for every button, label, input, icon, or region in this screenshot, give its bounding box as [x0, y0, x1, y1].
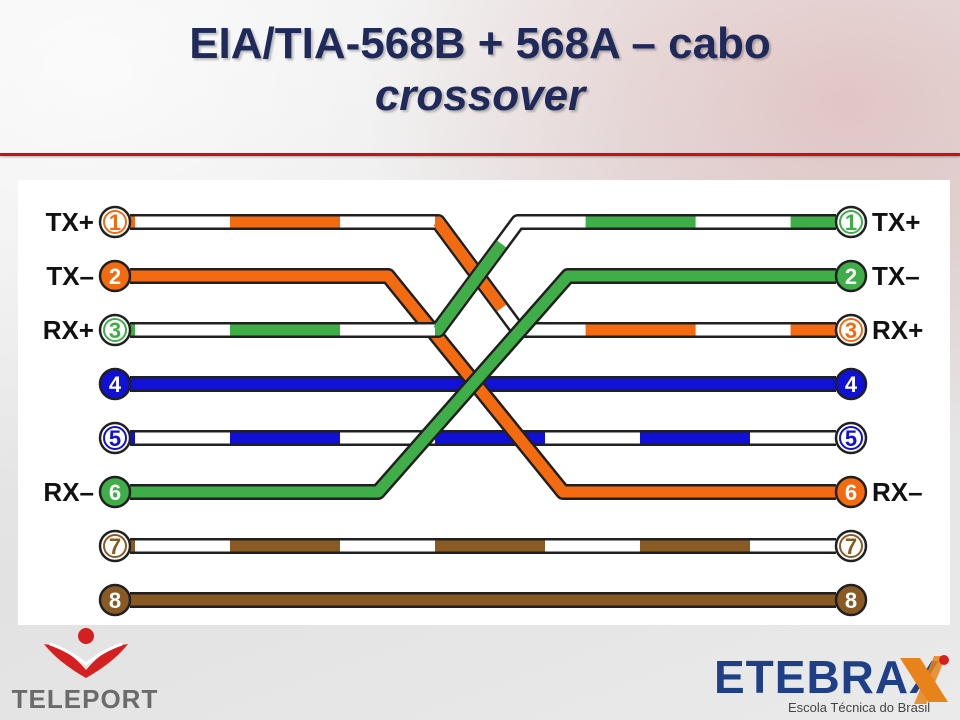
pin-right-6: 6 RX– [834, 475, 923, 509]
pin-left-2-label: TX– [46, 261, 94, 291]
wiring-svg: 1 TX+ 1 TX+ 2 TX– 2 TX– 3 RX+ 3 RX+ 4 4 5 5 6 RX– 6 RX– 7 7 8 8 [43, 205, 923, 617]
teleport-wordmark: TELEPORT [11, 684, 159, 714]
pin-right-3: 3 RX+ [834, 313, 923, 347]
pin-left-5: 5 [98, 421, 132, 455]
teleport-emblem-icon [44, 628, 128, 678]
crossover-diagram: 1 TX+ 1 TX+ 2 TX– 2 TX– 3 RX+ 3 RX+ 4 4 5 5 6 RX– 6 RX– 7 7 8 8 [18, 180, 950, 625]
pin-left-4-circle [98, 367, 132, 401]
pin-right-1-ring [839, 210, 863, 234]
pin-left-1-number: 1 [109, 210, 121, 235]
pin-right-4: 4 [834, 367, 868, 401]
pin-left-1-label: TX+ [46, 207, 94, 237]
pin-right-6-circle [834, 475, 868, 509]
pin-left-6-label: RX– [43, 477, 94, 507]
pin-right-5-ring [839, 426, 863, 450]
pin-left-4: 4 [98, 367, 132, 401]
pin-right-5: 5 [834, 421, 868, 455]
pin-left-3-ring [103, 318, 127, 342]
pin-left-1: 1 TX+ [46, 205, 132, 239]
crossover-3-to-1 [130, 214, 836, 338]
pin-left-3-number: 3 [109, 318, 121, 343]
pin-left-7-ring [103, 534, 127, 558]
slide-title: EIA/TIA-568B + 568A – cabo crossover [0, 18, 960, 122]
pin-left-6: 6 RX– [43, 475, 132, 509]
pin-right-2-label: TX– [872, 261, 920, 291]
pin-left-7-number: 7 [109, 534, 121, 559]
pin-right-3-number: 3 [845, 318, 857, 343]
pin-left-1-ring [103, 210, 127, 234]
pin-right-1-number: 1 [845, 210, 857, 235]
pin-right-7: 7 [834, 529, 868, 563]
pin-left-4-number: 4 [109, 372, 122, 397]
pin-right-7-ring [839, 534, 863, 558]
pin-left-6-circle [98, 475, 132, 509]
teleport-logo: TELEPORT [10, 620, 160, 720]
pin-left-8-circle [98, 583, 132, 617]
etebrax-x-icon [900, 655, 949, 704]
pin-left-2: 2 TX– [46, 259, 132, 293]
crossover-6-to-2 [130, 268, 836, 500]
title-divider [0, 153, 960, 156]
pin-left-5-number: 5 [109, 426, 121, 451]
pin-right-7-number: 7 [845, 534, 857, 559]
pin-left-2-number: 2 [109, 264, 121, 289]
pin-left-3-label: RX+ [43, 315, 94, 345]
pin-right-3-label: RX+ [872, 315, 923, 345]
pin-left-8-number: 8 [109, 588, 121, 613]
pin-left-2-circle [98, 259, 132, 293]
slide-title-line2: crossover [374, 71, 586, 120]
etebrax-logo: ETEBRAX Escola Técnica do Brasil [708, 650, 958, 720]
pin-right-2: 2 TX– [834, 259, 920, 293]
pin-right-5-number: 5 [845, 426, 857, 451]
pin-right-6-label: RX– [872, 477, 923, 507]
pin-right-8-circle [834, 583, 868, 617]
pin-left-6-number: 6 [109, 480, 121, 505]
pin-left-7: 7 [98, 529, 132, 563]
pin-left-8: 8 [98, 583, 132, 617]
slide-title-line1: EIA/TIA-568B + 568A – cabo [189, 19, 771, 68]
pin-right-8-number: 8 [845, 588, 857, 613]
pin-right-3-ring [839, 318, 863, 342]
crossover-3-to-1-stripe [130, 216, 836, 336]
pin-right-4-number: 4 [845, 372, 858, 397]
etebrax-subtitle: Escola Técnica do Brasil [788, 700, 931, 715]
pin-right-1: 1 TX+ [834, 205, 920, 239]
pin-right-1-label: TX+ [872, 207, 920, 237]
pin-right-6-number: 6 [845, 480, 857, 505]
pin-left-3: 3 RX+ [43, 313, 132, 347]
pin-right-2-number: 2 [845, 264, 857, 289]
pin-right-4-circle [834, 367, 868, 401]
pin-right-8: 8 [834, 583, 868, 617]
pin-left-5-ring [103, 426, 127, 450]
pin-right-2-circle [834, 259, 868, 293]
crossover-6-to-2-fill [130, 270, 836, 498]
